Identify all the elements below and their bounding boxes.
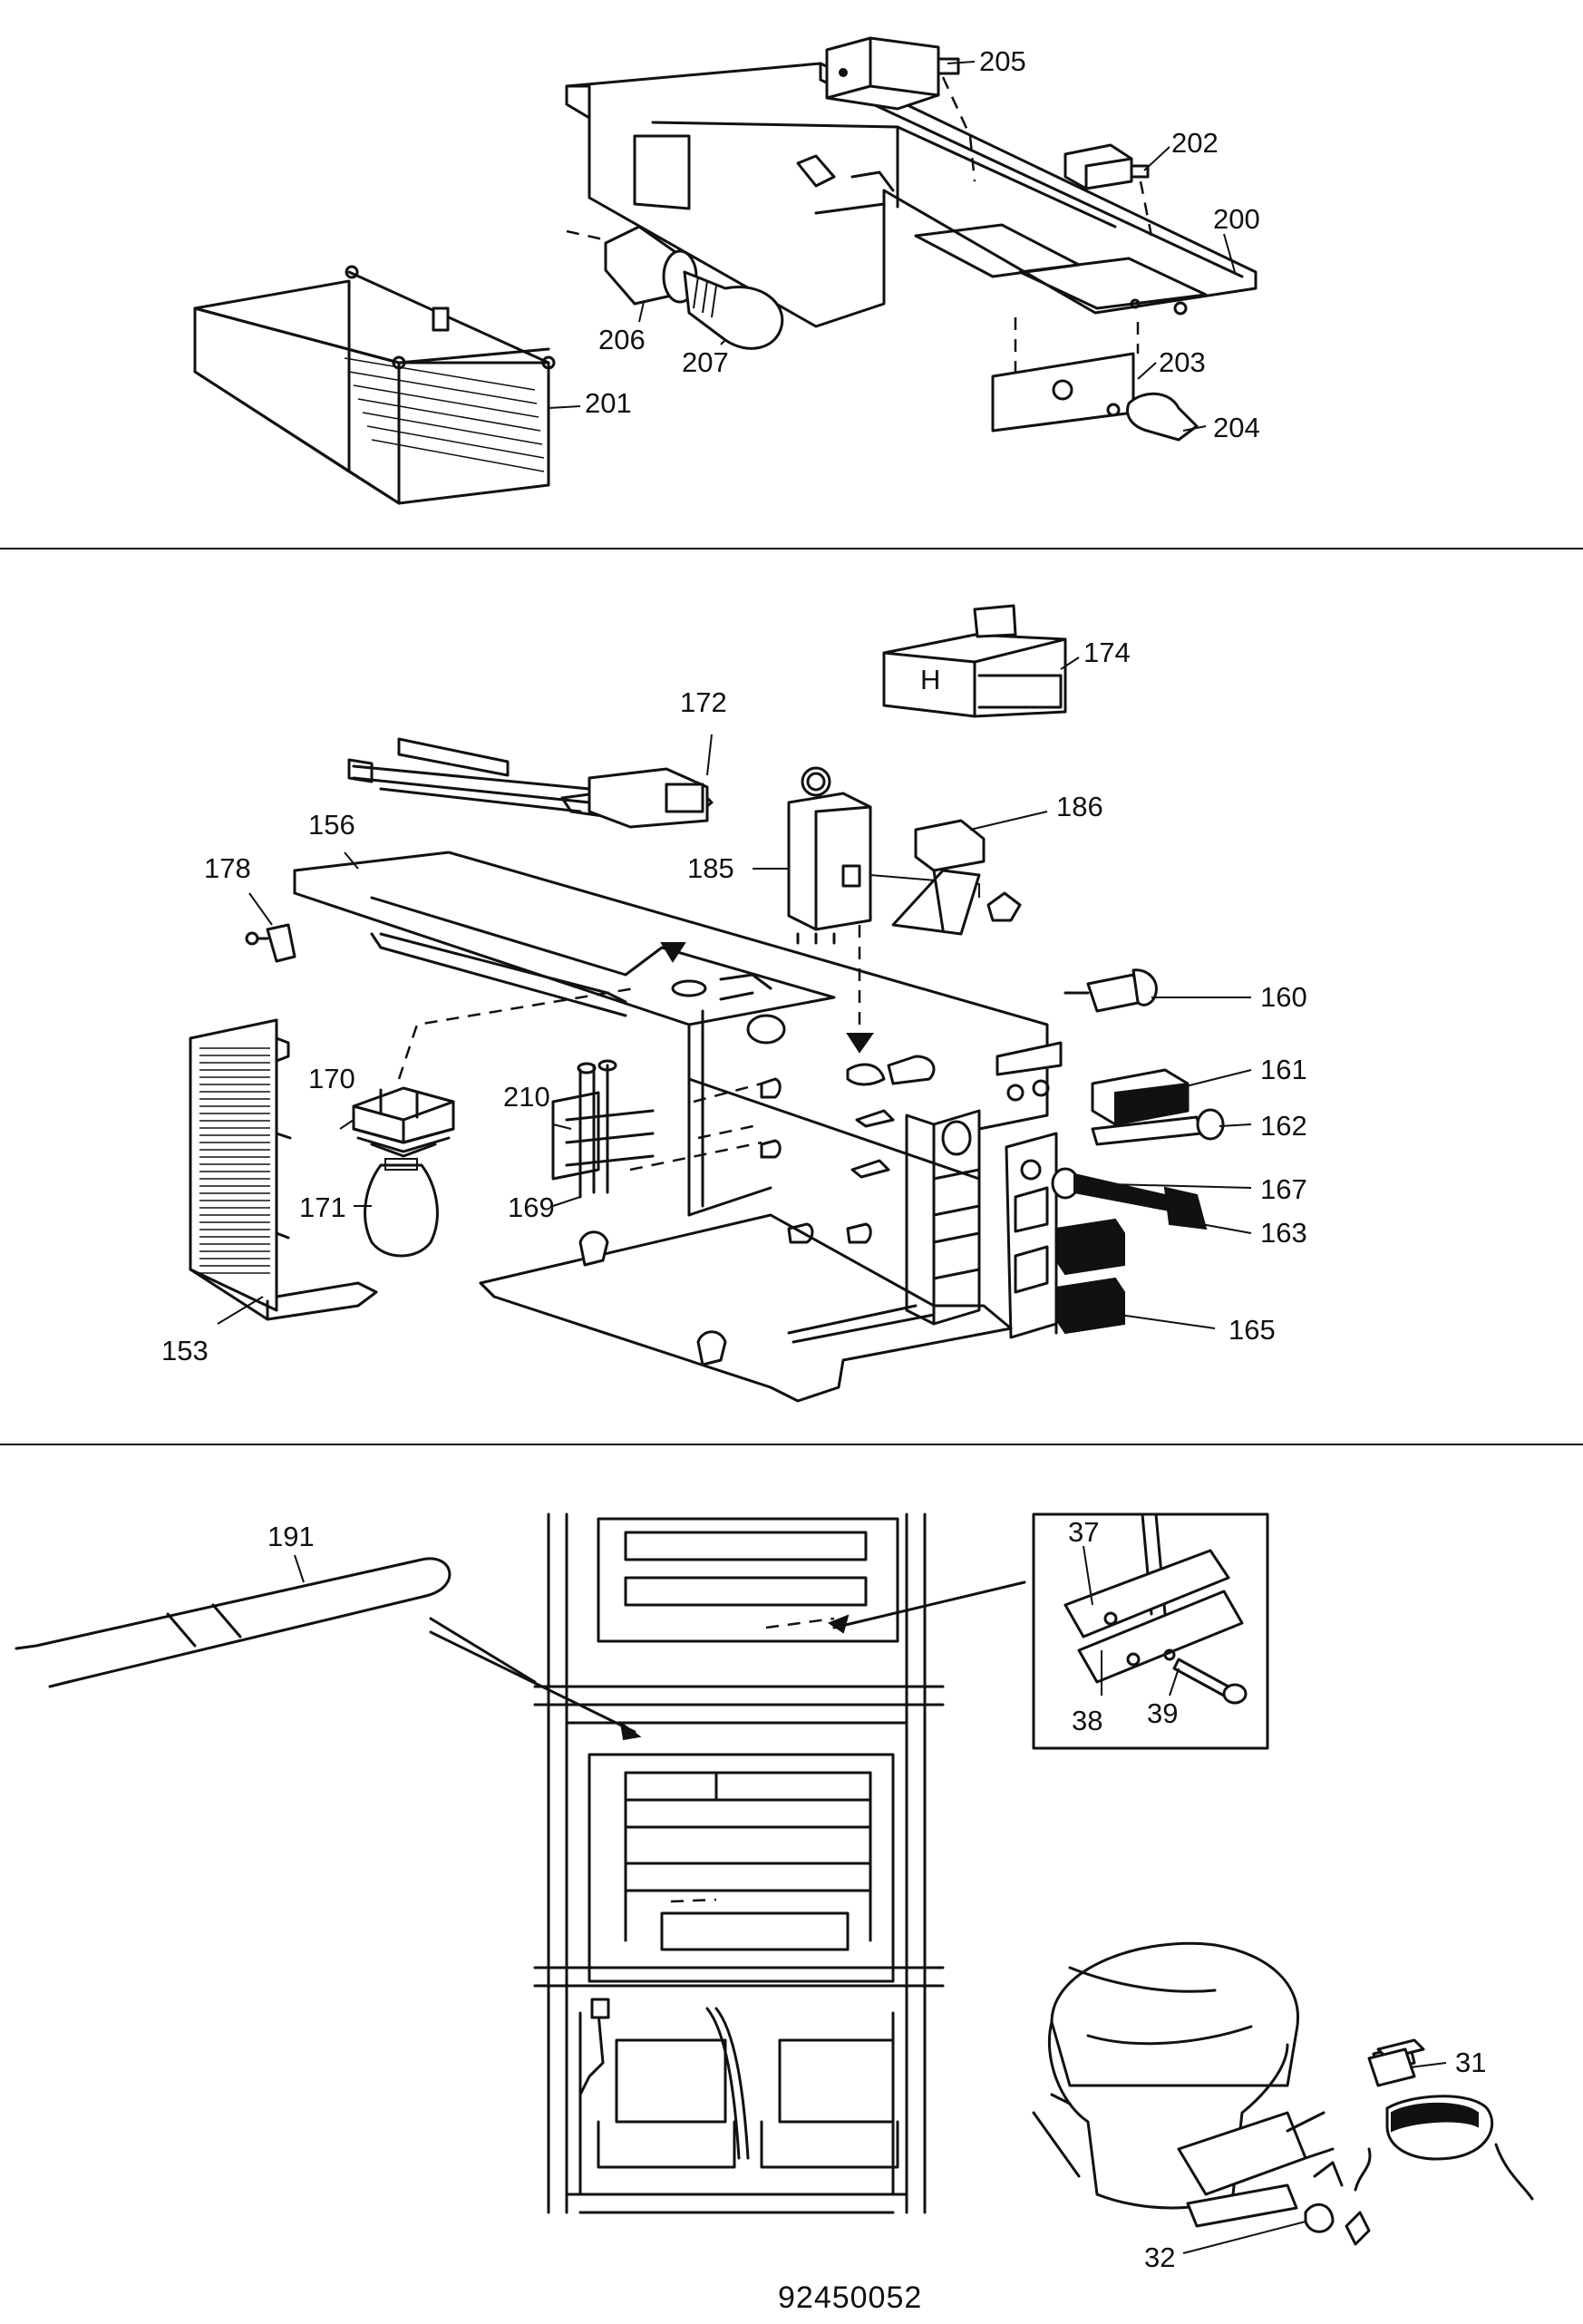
part-204-knob bbox=[1106, 392, 1199, 442]
callout-labels: 205 202 200 206 207 203 201 204 174 172 … bbox=[161, 45, 1486, 2315]
part-160-connector bbox=[1063, 968, 1158, 1013]
part-base-plate bbox=[479, 1213, 1013, 1403]
callout-200: 200 bbox=[1213, 203, 1260, 235]
part-compressor bbox=[1032, 1941, 1425, 2246]
callout-169: 169 bbox=[508, 1191, 555, 1223]
callout-163: 163 bbox=[1260, 1217, 1307, 1249]
part-161-switch bbox=[1091, 1068, 1190, 1126]
callout-165: 165 bbox=[1229, 1314, 1276, 1346]
part-163-knob bbox=[1051, 1167, 1208, 1230]
part-185-thermostat bbox=[787, 766, 980, 1054]
callout-160: 160 bbox=[1260, 981, 1307, 1013]
callout-186: 186 bbox=[1056, 791, 1103, 822]
callout-162: 162 bbox=[1260, 1110, 1307, 1142]
callout-204: 204 bbox=[1213, 412, 1260, 443]
drawing-number: 92450052 bbox=[778, 2280, 922, 2315]
section-control-panel: H bbox=[189, 604, 1225, 1403]
leader-lines bbox=[217, 61, 1447, 2254]
part-right-end-panel bbox=[905, 1109, 1058, 1339]
part-170-lamp-holder bbox=[352, 1086, 455, 1158]
callout-203: 203 bbox=[1159, 346, 1206, 378]
callout-167: 167 bbox=[1260, 1173, 1307, 1205]
part-210-terminal-block bbox=[551, 1059, 655, 1199]
callout-210: 210 bbox=[503, 1081, 550, 1113]
callout-191: 191 bbox=[267, 1521, 315, 1552]
part-205-thermostat bbox=[825, 36, 976, 182]
callout-171: 171 bbox=[299, 1191, 346, 1223]
part-162-rod bbox=[1091, 1108, 1225, 1146]
section-cabinet-rear bbox=[15, 1512, 1534, 2246]
mounting-pegs bbox=[760, 1077, 895, 1244]
callout-31: 31 bbox=[1455, 2047, 1486, 2078]
callout-178: 178 bbox=[204, 852, 251, 884]
part-207-bulb bbox=[683, 270, 784, 350]
part-200-housing bbox=[565, 62, 1258, 328]
callout-161: 161 bbox=[1260, 1054, 1307, 1085]
part-186-bracket bbox=[891, 819, 1022, 936]
part-165-switches bbox=[1054, 1218, 1125, 1335]
callout-174: 174 bbox=[1083, 637, 1131, 668]
part-172-wiring-harness bbox=[347, 737, 714, 829]
callout-32: 32 bbox=[1144, 2241, 1175, 2273]
part-202-switch bbox=[1063, 143, 1153, 237]
callout-38: 38 bbox=[1072, 1705, 1102, 1736]
callout-39: 39 bbox=[1147, 1697, 1178, 1729]
part-171-bulb bbox=[364, 1158, 439, 1258]
callout-201: 201 bbox=[585, 387, 632, 419]
callout-172: 172 bbox=[680, 686, 727, 718]
part-178-clip bbox=[245, 923, 296, 963]
part-174-cover: H bbox=[882, 604, 1067, 718]
callout-156: 156 bbox=[308, 809, 355, 841]
callout-202: 202 bbox=[1171, 127, 1219, 159]
callout-205: 205 bbox=[979, 45, 1026, 77]
callout-206: 206 bbox=[598, 324, 646, 355]
part-31-relay bbox=[1367, 2047, 1534, 2201]
callout-153: 153 bbox=[161, 1335, 209, 1366]
part-153-frame bbox=[189, 1018, 378, 1321]
callout-207: 207 bbox=[682, 346, 729, 378]
part-156-chassis bbox=[293, 851, 1063, 1217]
section-top-housing bbox=[193, 36, 1258, 505]
inset-bracket-detail bbox=[1032, 1512, 1269, 1750]
callout-170: 170 bbox=[308, 1063, 355, 1094]
part-191-heater bbox=[15, 1557, 642, 1741]
svg-text:H: H bbox=[920, 664, 940, 695]
callout-185: 185 bbox=[687, 852, 734, 884]
part-206-lamp-holder bbox=[566, 225, 698, 306]
part-201-crisper bbox=[193, 265, 556, 505]
cabinet-rear-view bbox=[533, 1512, 1026, 2214]
callout-37: 37 bbox=[1068, 1516, 1099, 1548]
